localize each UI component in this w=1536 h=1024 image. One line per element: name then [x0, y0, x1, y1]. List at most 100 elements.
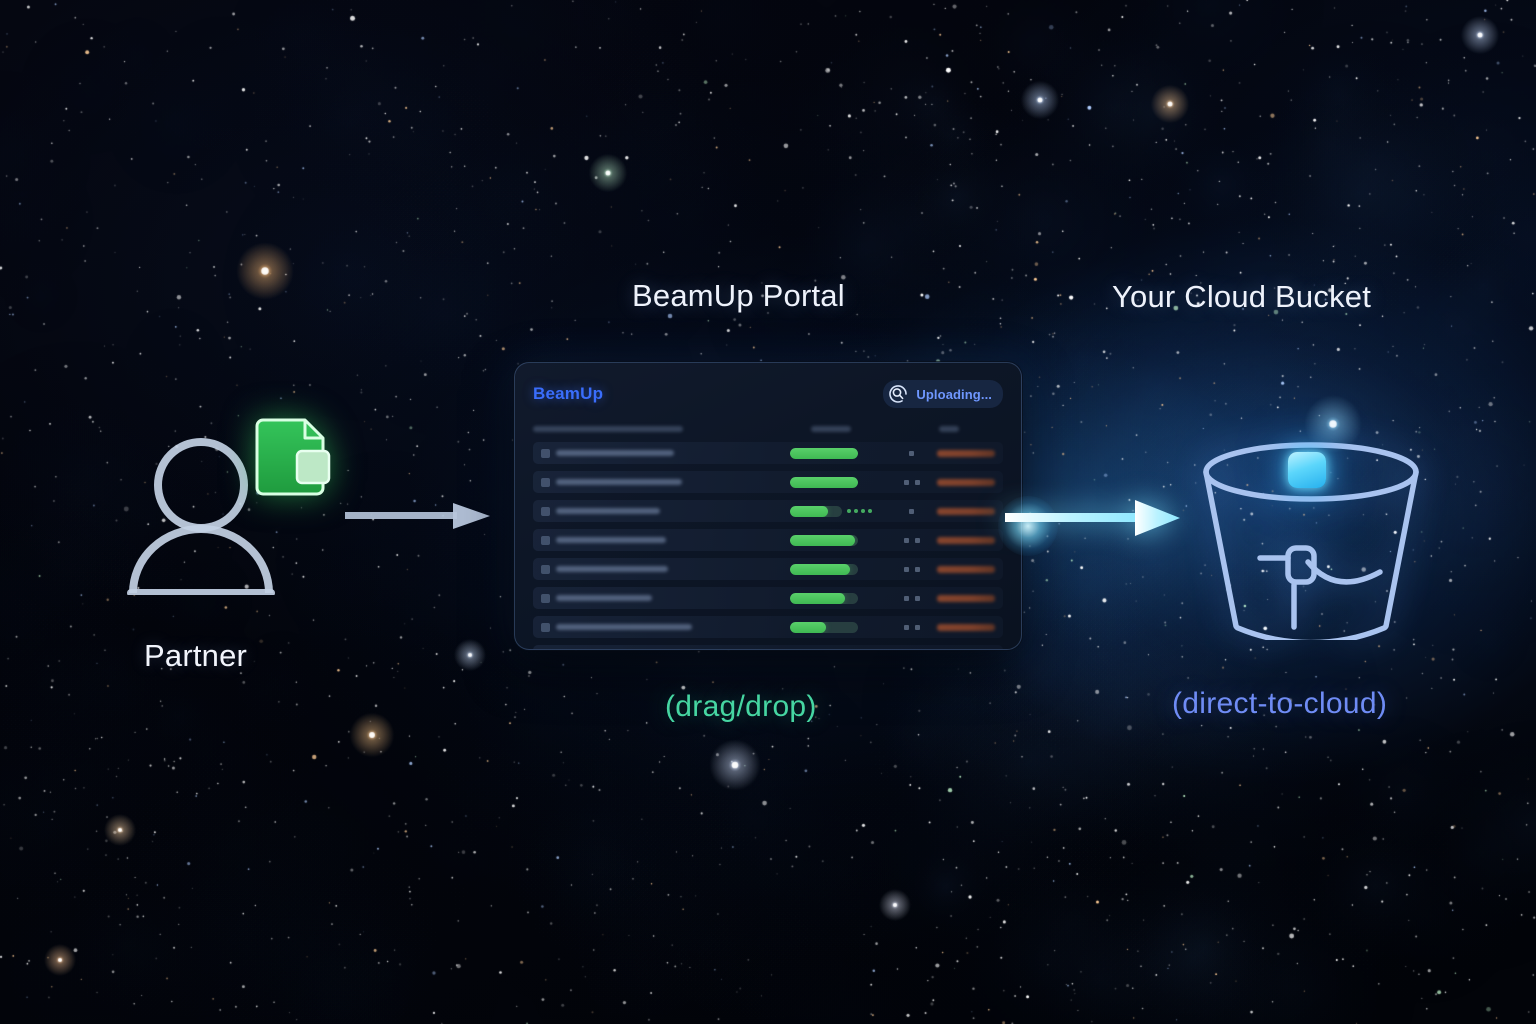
- row-action-icon[interactable]: [914, 479, 920, 485]
- file-name-cell: [541, 564, 790, 574]
- row-checkbox[interactable]: [541, 593, 550, 603]
- upload-table: [533, 442, 1003, 649]
- file-size-text: [936, 449, 995, 457]
- progress-bar-fill: [790, 476, 859, 488]
- file-size-cell: [936, 536, 995, 544]
- progress-cell: [790, 621, 887, 633]
- progress-bar: [790, 447, 859, 459]
- upload-status-text: Uploading...: [916, 386, 992, 402]
- file-name-text: [556, 537, 666, 543]
- progress-dots: [847, 509, 873, 513]
- upload-status-badge[interactable]: Uploading...: [883, 380, 1003, 408]
- table-row[interactable]: [533, 500, 1003, 522]
- row-action-icon[interactable]: [914, 537, 920, 543]
- row-action-icon[interactable]: [909, 508, 915, 514]
- file-size-cell: [936, 594, 995, 602]
- progress-bar: [790, 476, 859, 488]
- progress-bar: [790, 621, 859, 633]
- row-action-icon[interactable]: [903, 479, 909, 485]
- row-checkbox[interactable]: [541, 564, 550, 574]
- file-size-cell: [936, 623, 995, 631]
- table-row[interactable]: [533, 558, 1003, 580]
- bucket-caption: (direct-to-cloud): [1172, 687, 1388, 720]
- progress-cell: [790, 534, 887, 546]
- file-size-text: [936, 507, 995, 515]
- progress-bar-fill: [790, 447, 859, 459]
- progress-bar-fill: [790, 505, 828, 517]
- column-header-size: [939, 425, 959, 432]
- row-action-icon[interactable]: [914, 566, 920, 572]
- row-action-icon[interactable]: [914, 624, 920, 630]
- progress-cell: [790, 476, 887, 488]
- file-size-cell: [936, 449, 995, 457]
- row-action-icon[interactable]: [903, 595, 909, 601]
- person-icon: [127, 438, 275, 595]
- beamup-portal-window[interactable]: BeamUp Uploading...: [514, 362, 1022, 650]
- progress-dot: [847, 509, 852, 513]
- row-action-icon[interactable]: [903, 624, 909, 630]
- file-name-cell: [541, 477, 790, 487]
- row-actions-cell[interactable]: [887, 537, 937, 543]
- table-row[interactable]: [533, 587, 1003, 609]
- table-row[interactable]: [533, 529, 1003, 551]
- row-actions-cell[interactable]: [887, 595, 937, 601]
- row-actions-cell[interactable]: [887, 479, 937, 485]
- file-name-text: [556, 566, 668, 572]
- progress-bar-fill: [790, 621, 826, 633]
- file-name-cell: [541, 535, 790, 545]
- row-checkbox[interactable]: [541, 477, 550, 487]
- row-checkbox[interactable]: [541, 535, 550, 545]
- table-row[interactable]: [533, 616, 1003, 638]
- file-size-cell: [936, 507, 995, 515]
- row-action-icon[interactable]: [914, 595, 920, 601]
- file-size-cell: [936, 478, 995, 486]
- row-action-icon[interactable]: [903, 537, 909, 543]
- table-row[interactable]: [533, 442, 1003, 464]
- table-row[interactable]: [533, 471, 1003, 493]
- progress-dot: [854, 509, 859, 513]
- column-header-name: [533, 425, 683, 432]
- row-checkbox[interactable]: [541, 448, 550, 458]
- beamup-logo[interactable]: BeamUp: [533, 384, 604, 403]
- row-checkbox[interactable]: [541, 622, 550, 632]
- bucket-heading: Your Cloud Bucket: [1112, 279, 1372, 314]
- progress-bar-fill: [790, 563, 851, 575]
- file-size-text: [936, 536, 995, 544]
- progress-dot: [861, 509, 866, 513]
- file-name-text: [556, 595, 652, 601]
- cloud-bucket-icon: [1203, 442, 1419, 640]
- progress-bar: [790, 563, 859, 575]
- table-row[interactable]: [533, 645, 1003, 649]
- file-name-text: [556, 508, 660, 514]
- progress-cell: [790, 447, 887, 459]
- table-column-headers: [533, 422, 1003, 435]
- progress-bar-fill: [790, 592, 845, 604]
- progress-bar: [790, 505, 843, 517]
- file-size-text: [936, 478, 995, 486]
- portal-caption: (drag/drop): [665, 690, 817, 723]
- portal-heading: BeamUp Portal: [632, 278, 845, 313]
- row-actions-cell[interactable]: [887, 566, 937, 572]
- progress-cell: [790, 505, 887, 517]
- progress-cell: [790, 563, 887, 575]
- row-actions-cell[interactable]: [887, 450, 937, 456]
- file-name-text: [556, 479, 682, 485]
- progress-bar: [790, 592, 859, 604]
- file-name-cell: [541, 506, 790, 516]
- portal-topbar: BeamUp Uploading...: [533, 379, 1003, 409]
- progress-cell: [790, 592, 887, 604]
- file-size-cell: [936, 565, 995, 573]
- file-name-text: [556, 624, 692, 630]
- row-action-icon[interactable]: [909, 450, 915, 456]
- progress-dot: [868, 509, 873, 513]
- glowing-cube-icon: [1288, 452, 1326, 488]
- file-size-text: [936, 594, 995, 602]
- row-actions-cell[interactable]: [887, 508, 937, 514]
- beam-source-glow: [998, 496, 1058, 556]
- row-actions-cell[interactable]: [887, 624, 937, 630]
- row-action-icon[interactable]: [903, 566, 909, 572]
- file-name-cell: [541, 622, 790, 632]
- row-checkbox[interactable]: [541, 506, 550, 516]
- file-name-cell: [541, 448, 790, 458]
- arrow-portal-to-bucket-icon: [1005, 500, 1180, 536]
